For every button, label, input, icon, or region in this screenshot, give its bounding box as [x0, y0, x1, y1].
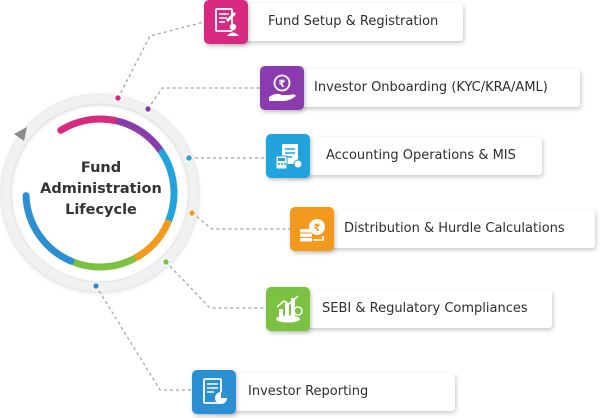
- step-label: Distribution & Hurdle Calculations: [344, 221, 565, 236]
- connector-dot: [185, 154, 193, 162]
- connector-dot: [144, 105, 152, 113]
- connector-dot: [114, 94, 122, 102]
- step-accounting-operations: Accounting Operations & MIS: [286, 137, 542, 175]
- svg-text:₹: ₹: [314, 223, 321, 234]
- ring-segment: [57, 115, 121, 134]
- coin-stack-icon: ₹: [290, 207, 334, 251]
- accounting-calculator-icon: [266, 134, 310, 178]
- connector-line: [191, 212, 290, 230]
- compliance-chart-icon: [266, 287, 310, 331]
- step-label: Accounting Operations & MIS: [326, 148, 516, 163]
- registration-form-icon: [204, 0, 248, 44]
- connector-dot: [162, 258, 170, 266]
- connector-dot: [92, 282, 100, 290]
- step-label: SEBI & Regulatory Compliances: [322, 301, 528, 316]
- step-investor-reporting: Investor Reporting: [212, 373, 455, 411]
- ring-segment: [158, 149, 178, 225]
- connector-dot: [188, 209, 196, 217]
- connector-line: [147, 87, 260, 110]
- ring-segment: [69, 256, 136, 271]
- step-distribution-hurdle: Distribution & Hurdle Calculations: [308, 210, 595, 248]
- colored-ring: [22, 115, 178, 271]
- step-label: Investor Onboarding (KYC/KRA/AML): [314, 80, 548, 95]
- step-sebi-compliance: SEBI & Regulatory Compliances: [286, 290, 552, 328]
- center-title: Fund Administration Lifecycle: [36, 158, 166, 221]
- ring-segment: [22, 192, 75, 265]
- step-investor-onboarding: Investor Onboarding (KYC/KRA/AML): [278, 69, 580, 107]
- step-label: Fund Setup & Registration: [268, 14, 439, 29]
- report-document-icon: [192, 370, 236, 414]
- ring-segment: [131, 219, 172, 262]
- coin-hand-icon: ₹: [260, 66, 304, 110]
- center-title-line-2: Administration: [40, 181, 162, 197]
- cycle-arrow-icon: [14, 127, 27, 141]
- outer-ring: [1, 94, 199, 292]
- center-title-line-3: Lifecycle: [65, 202, 137, 218]
- svg-text:₹: ₹: [279, 79, 286, 90]
- step-label: Investor Reporting: [248, 384, 369, 399]
- step-fund-setup: Fund Setup & Registration: [222, 3, 463, 41]
- connector-lines: [92, 21, 290, 391]
- ring-segment: [115, 118, 165, 155]
- connector-line: [117, 21, 205, 99]
- connector-line: [165, 261, 266, 309]
- connector-line: [95, 285, 192, 391]
- center-title-line-1: Fund: [80, 160, 122, 176]
